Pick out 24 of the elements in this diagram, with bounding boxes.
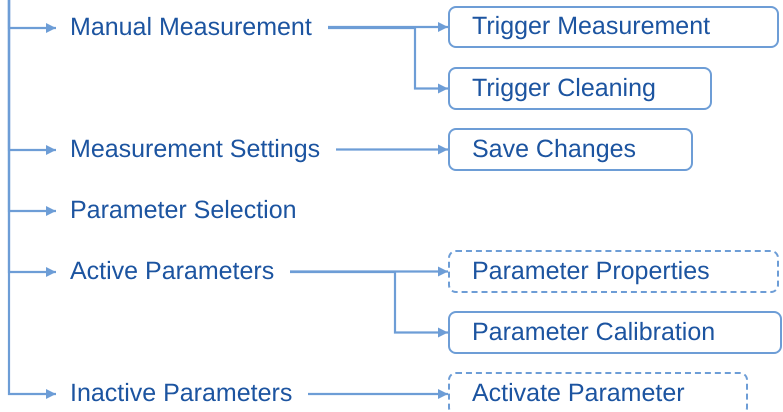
- box-label: Trigger Measurement: [472, 13, 710, 41]
- arrow: [308, 389, 448, 399]
- action-box: [448, 311, 782, 354]
- arrow: [290, 270, 448, 338]
- action-box: [448, 67, 712, 110]
- menu-item-label: Active Parameters: [56, 254, 290, 290]
- action-box: [448, 128, 693, 171]
- box-label: Parameter Properties: [472, 258, 710, 286]
- menu-item-label: Parameter Selection: [56, 193, 313, 229]
- menu-item-label: Measurement Settings: [56, 132, 336, 168]
- box-label: Activate Parameter: [472, 380, 685, 408]
- arrow: [8, 0, 56, 399]
- box-label: Trigger Cleaning: [472, 74, 656, 102]
- arrow: [290, 266, 448, 276]
- menu-item-label: Inactive Parameters: [56, 374, 308, 412]
- box-label: Parameter Calibration: [472, 318, 716, 346]
- arrow: [328, 26, 448, 94]
- arrow: [336, 144, 448, 154]
- menu-item-label: Manual Measurement: [56, 10, 328, 46]
- dashed-action-box: [448, 372, 748, 412]
- box-label: Save Changes: [472, 136, 636, 164]
- arrow: [328, 22, 448, 32]
- dashed-action-box: [448, 250, 779, 293]
- action-box: [448, 6, 779, 48]
